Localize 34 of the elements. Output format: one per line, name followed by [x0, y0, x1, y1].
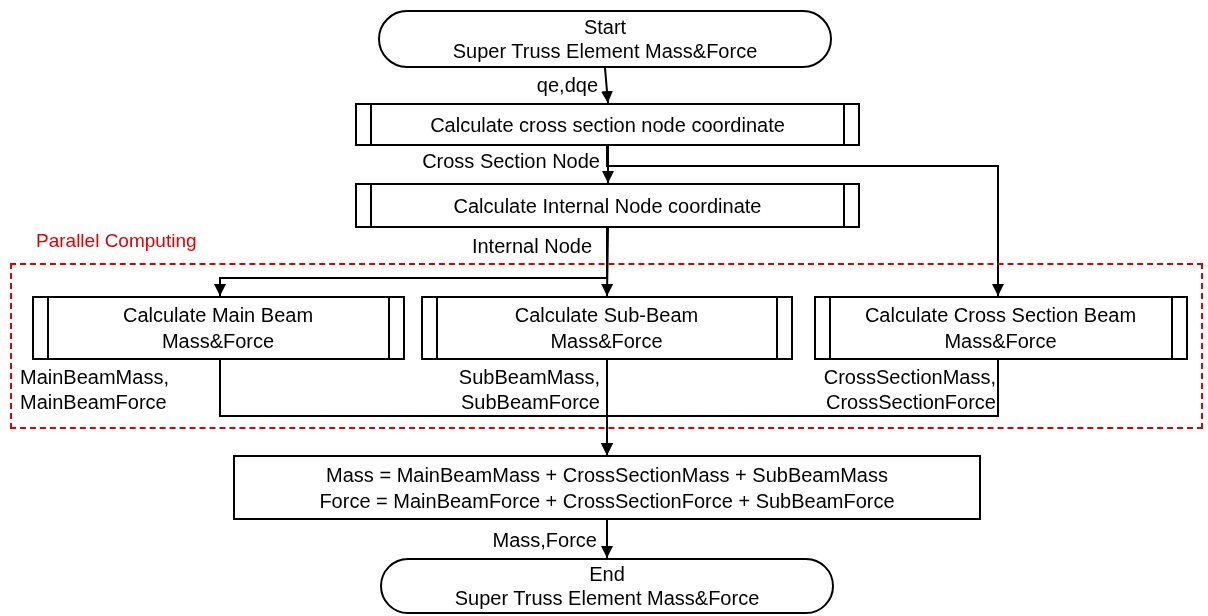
predefined-process-box	[355, 183, 860, 228]
arrow	[602, 145, 614, 184]
edge-label: MainBeamMass, MainBeamForce	[20, 365, 170, 415]
arrow	[214, 227, 608, 297]
predefined-process-box	[420, 295, 793, 360]
edge-label: SubBeamMass, SubBeamForce	[457, 365, 600, 415]
arrow	[601, 227, 614, 297]
edge-label: Internal Node	[471, 234, 592, 259]
node-text: Calculate Cross Section Beam Mass&Force	[863, 302, 1138, 354]
terminal-shape	[378, 10, 832, 68]
node-text: Super Truss Element Mass&Force	[452, 39, 758, 63]
arrow	[606, 145, 1004, 297]
node-text: Calculate Internal Node coordinate	[453, 193, 762, 219]
predefined-process-box	[813, 295, 1188, 360]
predefined-process-box	[31, 295, 405, 360]
node-text: Calculate Sub-Beam Mass&Force	[513, 302, 700, 354]
edge-label: Cross Section Node	[422, 149, 600, 174]
arrow	[601, 359, 999, 456]
edge-label: Mass,Force	[492, 528, 597, 553]
node-text: Calculate Main Beam Mass&Force	[121, 302, 315, 354]
terminal-title: Start	[583, 15, 627, 39]
terminal-title: End	[589, 562, 625, 586]
terminal-shape	[380, 558, 834, 614]
node-text: Mass = MainBeamMass + CrossSectionMass + SubBeamMass	[326, 462, 888, 488]
process-box	[233, 455, 981, 520]
node-text: Calculate cross section node coordinate	[430, 112, 785, 138]
edge-label: qe,dqe	[536, 73, 598, 98]
edge-label: CrossSectionMass, CrossSectionForce	[822, 365, 996, 415]
arrow	[601, 519, 613, 559]
arrow	[601, 67, 613, 104]
group-heading: Parallel Computing	[36, 229, 197, 253]
node-text: Force = MainBeamForce + CrossSectionForce + SubBeamForce	[319, 488, 895, 514]
node-text: Super Truss Element Mass&Force	[454, 586, 760, 610]
predefined-process-box	[355, 103, 860, 146]
